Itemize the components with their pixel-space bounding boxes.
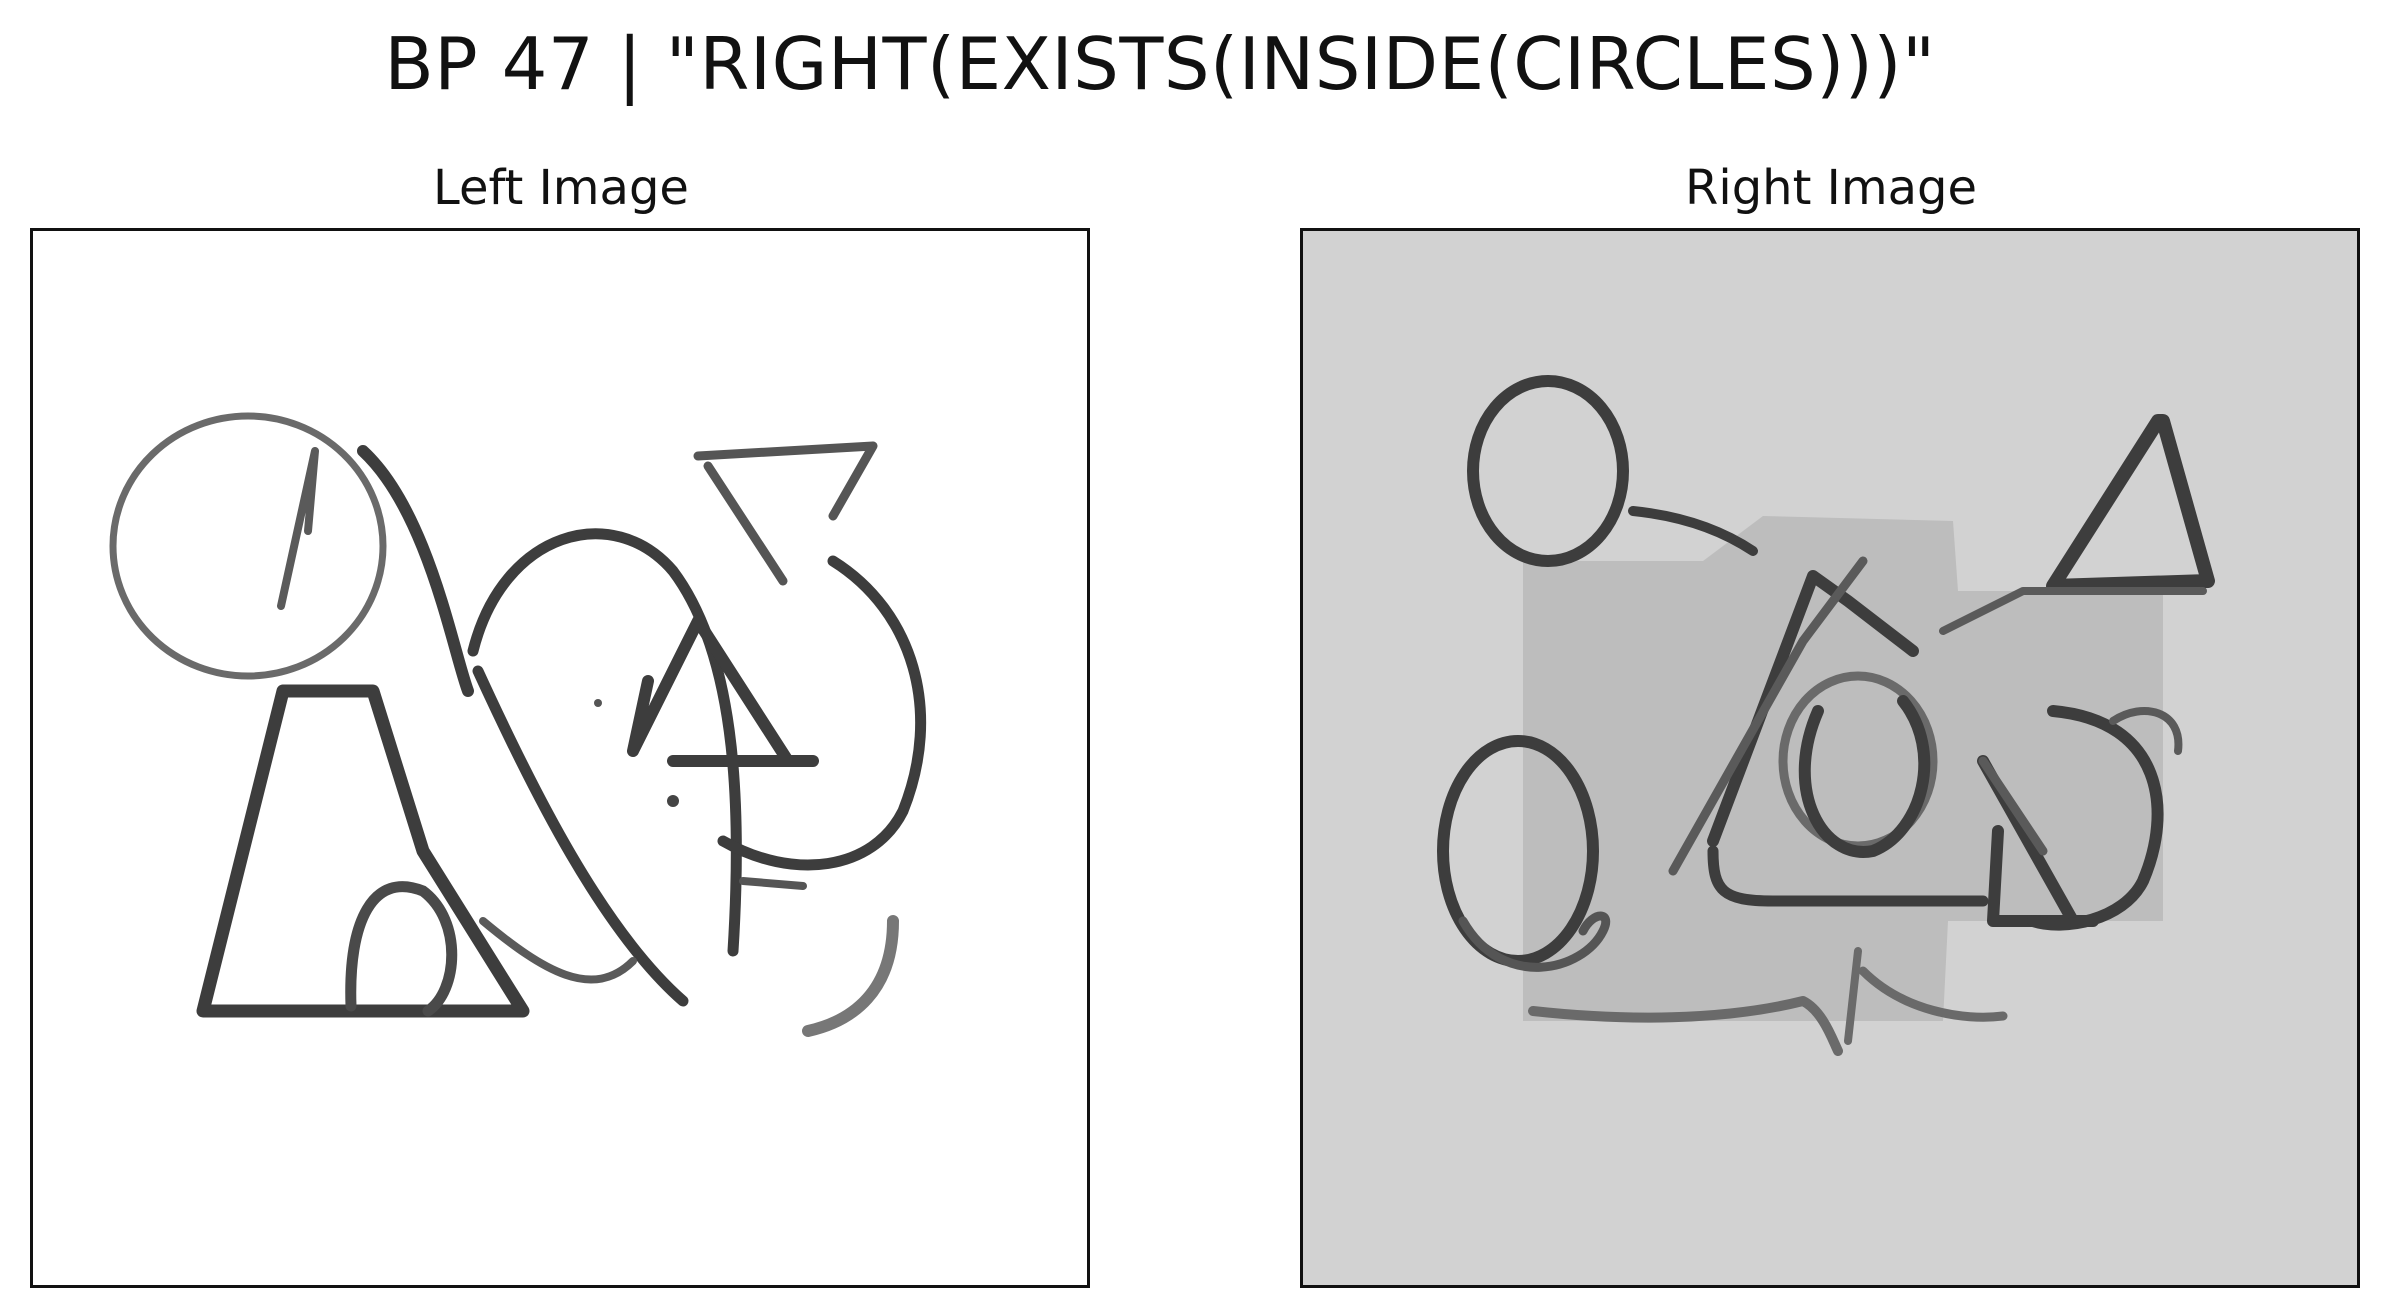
- left-flick-stroke: [739, 877, 807, 890]
- left-speck: [594, 699, 602, 707]
- right-center-stroke: [1844, 947, 1862, 1045]
- left-bottom-arc: [345, 881, 458, 1017]
- left-diagonal-stroke: [472, 665, 689, 1007]
- left-small-triangle-stroke: [277, 447, 319, 610]
- left-image-panel: [30, 228, 1090, 1288]
- right-hook-curve: [2027, 705, 2164, 931]
- right-lower-triangle-inner: [1978, 756, 2048, 856]
- right-hook-tail: [2109, 707, 2183, 755]
- right-image-drawing: [1437, 375, 2215, 1056]
- left-tall-arc: [357, 445, 474, 697]
- left-hook-curve: [717, 555, 927, 871]
- right-left-curl: [1458, 911, 1611, 972]
- right-panel-title: Right Image: [1685, 160, 1977, 216]
- left-large-triangle: [196, 684, 530, 1018]
- right-top-triangle: [2046, 414, 2215, 593]
- right-middle-bottom: [1707, 845, 1989, 907]
- left-panel-title: Left Image: [433, 160, 689, 216]
- right-triangle-side: [1668, 556, 1868, 876]
- left-zigzag-shape: [693, 441, 878, 586]
- right-top-triangle-base: [1939, 587, 2207, 635]
- right-bottom-rail: [1528, 996, 1843, 1056]
- right-image-panel: [1300, 228, 2360, 1288]
- right-shaded-patch: [1523, 516, 2163, 1021]
- right-top-connector: [1628, 506, 1758, 556]
- left-bridge-arc: [479, 917, 637, 984]
- right-top-circle: [1467, 375, 1629, 567]
- right-bottom-rail-right: [1858, 966, 2008, 1022]
- left-small-curve: [802, 915, 899, 1037]
- left-circle-shape: [109, 412, 387, 680]
- right-inner-circle-dark: [1798, 695, 1931, 858]
- left-speck: [667, 795, 679, 807]
- left-middle-arch: [467, 528, 742, 957]
- figure-title: BP 47 | "RIGHT(EXISTS(INSIDE(CIRCLES)))": [384, 22, 1936, 106]
- left-image-drawing: [109, 412, 927, 1037]
